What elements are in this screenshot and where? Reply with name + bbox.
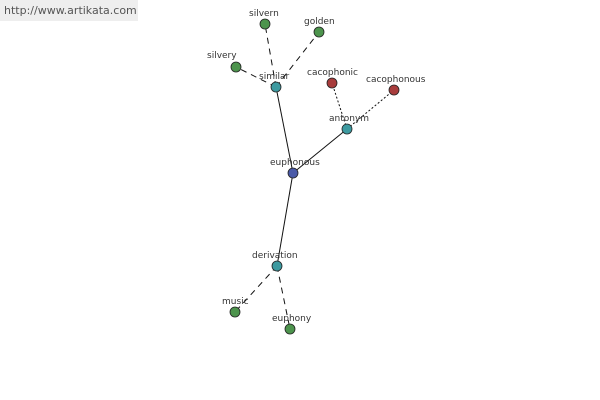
- node-marker-silvern[interactable]: [259, 18, 271, 30]
- node-marker-euphony[interactable]: [284, 323, 296, 335]
- node-golden[interactable]: golden: [304, 17, 335, 38]
- node-label-cacophonous: cacophonous: [366, 75, 426, 85]
- node-marker-antonym[interactable]: [341, 123, 353, 135]
- node-cacophonic[interactable]: cacophonic: [307, 68, 358, 89]
- node-marker-silvery[interactable]: [230, 61, 242, 73]
- edge-antonym-cacophonic: [331, 82, 348, 130]
- node-cacophonous[interactable]: cacophonous: [366, 75, 426, 96]
- node-marker-cacophonic[interactable]: [326, 77, 338, 89]
- edge-similar-silvery: [235, 66, 277, 88]
- node-label-derivation: derivation: [252, 251, 298, 261]
- site-link[interactable]: http://www.artikata.com: [0, 0, 138, 21]
- node-label-similar: similar: [259, 72, 289, 82]
- node-music[interactable]: music: [222, 297, 249, 318]
- node-label-euphonous: euphonous: [270, 158, 320, 168]
- edge-euphonous-derivation: [276, 172, 294, 267]
- node-marker-euphonous[interactable]: [287, 167, 299, 179]
- node-silvern[interactable]: silvern: [249, 9, 279, 30]
- node-marker-golden[interactable]: [313, 26, 325, 38]
- node-euphony[interactable]: euphony: [272, 314, 312, 335]
- node-label-music: music: [222, 297, 249, 307]
- node-marker-music[interactable]: [229, 306, 241, 318]
- node-euphonous[interactable]: euphonous: [270, 158, 320, 179]
- node-silvery[interactable]: silvery: [207, 51, 242, 73]
- node-antonym[interactable]: antonym: [329, 114, 369, 135]
- nodes-layer: euphonous similar antonym derivation silvern…: [207, 9, 426, 335]
- node-similar[interactable]: similar: [259, 72, 289, 93]
- node-label-cacophonic: cacophonic: [307, 68, 358, 78]
- node-label-euphony: euphony: [272, 314, 312, 324]
- node-marker-derivation[interactable]: [271, 260, 283, 272]
- node-label-silvery: silvery: [207, 51, 237, 61]
- node-derivation[interactable]: derivation: [252, 251, 298, 272]
- edge-euphonous-antonym: [292, 128, 348, 174]
- edge-similar-golden: [275, 31, 320, 88]
- node-label-golden: golden: [304, 17, 335, 27]
- node-label-antonym: antonym: [329, 114, 369, 124]
- node-label-silvern: silvern: [249, 9, 279, 19]
- edge-euphonous-similar: [275, 86, 294, 174]
- edges-layer: [234, 23, 395, 330]
- node-marker-similar[interactable]: [270, 81, 282, 93]
- node-marker-cacophonous[interactable]: [388, 84, 400, 96]
